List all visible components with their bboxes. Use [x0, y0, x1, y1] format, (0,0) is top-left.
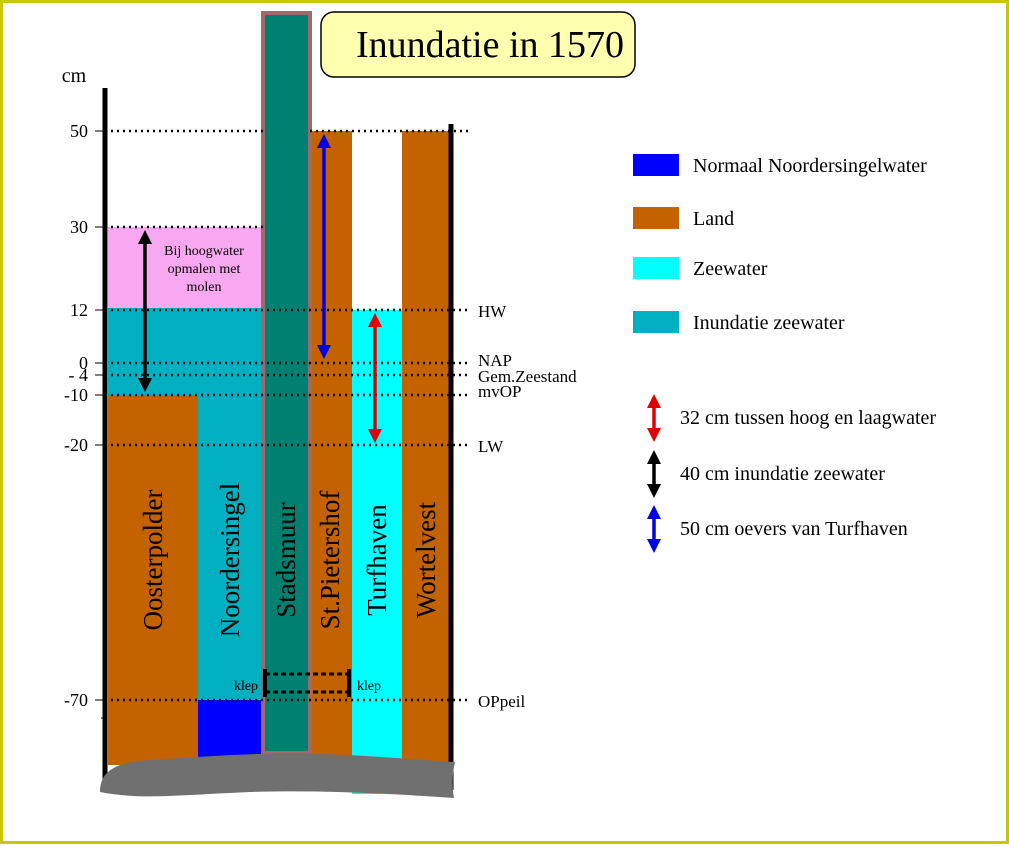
ground-base — [100, 753, 455, 798]
column-name: Oosterpolder — [138, 490, 168, 631]
legend-label: Inundatie zeewater — [693, 312, 845, 334]
level-label: OPpeil — [478, 692, 526, 711]
level-label: Gem.Zeestand — [478, 367, 577, 386]
y-tick-label: 0 — [79, 353, 88, 373]
legend: Normaal NoordersingelwaterLandZeewaterIn… — [633, 154, 927, 334]
pink-note-line-3: molen — [187, 280, 222, 295]
y-tick-label: 12 — [70, 300, 88, 320]
legend-swatch — [633, 257, 679, 279]
legend-label: Normaal Noordersingelwater — [693, 155, 927, 177]
wortelvest-land — [402, 131, 450, 765]
pink-note-box — [108, 227, 263, 308]
legend-label: Zeewater — [693, 258, 768, 280]
y-tick-label: -70 — [64, 690, 88, 710]
legend-swatch — [633, 207, 679, 229]
stadsmuur-wall — [261, 11, 312, 755]
y-tick-label: -20 — [64, 435, 88, 455]
valve-left-label: klep — [234, 679, 258, 694]
level-label: mvOP — [478, 382, 521, 401]
y-tick-label: - 4 — [69, 365, 89, 385]
inundation-water — [108, 308, 263, 395]
legend-swatch — [633, 154, 679, 176]
y-axis-ticks: 50 30 12 0- 4-10 -20 -70 — [64, 121, 470, 710]
arrow-legend: 32 cm tussen hoog en laagwater 40 cm inun… — [647, 394, 936, 553]
level-label: NAP — [478, 351, 512, 370]
arrow-legend-label: 32 cm tussen hoog en laagwater — [680, 407, 936, 429]
pink-note-line-1: Bij hoogwater — [164, 244, 244, 259]
legend-label: Land — [693, 208, 734, 230]
column-name: Turfhaven — [362, 504, 392, 616]
arrow-legend-label: 40 cm inundatie zeewater — [680, 463, 885, 485]
columns — [108, 11, 450, 794]
pink-note-line-2: opmalen met — [168, 262, 241, 277]
stpietershof-land — [308, 131, 352, 765]
column-name: St.Pietershof — [315, 491, 345, 630]
diagram-svg: Inundatie in 1570 cm 50 30 12 0- 4-10 -20 -70… — [62, 11, 936, 798]
column-names: Oosterpolder Noordersingel Stadsmuur St.Pie… — [138, 483, 441, 637]
y-tick-label: -10 — [64, 385, 88, 405]
unit-label: cm — [62, 65, 87, 87]
noordersingel-normal-water — [198, 700, 263, 765]
level-label: HW — [478, 302, 507, 321]
arrow-legend-label: 50 cm oevers van Turfhaven — [680, 518, 908, 540]
legend-swatch — [633, 311, 679, 333]
column-name: Wortelvest — [411, 501, 441, 618]
valve-right-label: klep — [357, 679, 381, 694]
y-tick-label: 50 — [70, 121, 88, 141]
page-title: Inundatie in 1570 — [356, 24, 624, 66]
column-name: Stadsmuur — [271, 502, 301, 618]
y-tick-label: 30 — [70, 217, 88, 237]
level-label: LW — [478, 437, 504, 456]
oosterpolder-land — [108, 395, 198, 765]
column-name: Noordersingel — [215, 483, 245, 637]
title-box — [320, 11, 636, 78]
